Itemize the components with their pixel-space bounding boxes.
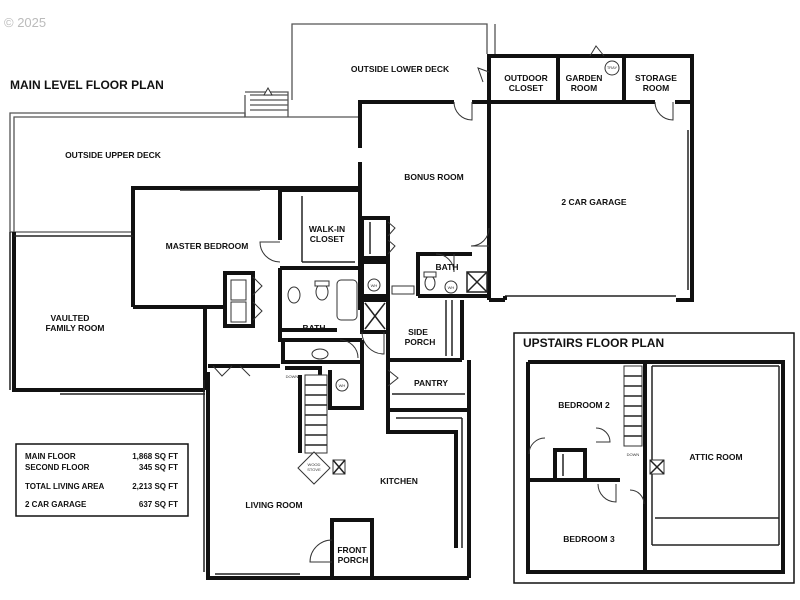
storage-room-label-2: ROOM: [643, 83, 669, 93]
upper-bath-label: BATH: [436, 262, 459, 272]
storage-room: [624, 54, 694, 102]
outdoor-closet-label-2: CLOSET: [509, 83, 544, 93]
garden-room-label-1: GARDEN: [566, 73, 603, 83]
living-room-label: LIVING ROOM: [245, 500, 302, 510]
two-car-garage: [470, 100, 694, 302]
side-porch-label-2: PORCH: [405, 337, 436, 347]
area-row-label: 2 CAR GARAGE: [25, 500, 87, 509]
outside-lower-deck-label: OUTSIDE LOWER DECK: [351, 64, 450, 74]
bonus-room: [358, 100, 491, 245]
upstairs-title: UPSTAIRS FLOOR PLAN: [523, 336, 664, 350]
living-room: [203, 364, 469, 580]
pantry-label: PANTRY: [414, 378, 448, 388]
side-porch-label-1: SIDE: [408, 327, 428, 337]
walk-in-closet: [280, 188, 360, 270]
front-porch-label-1: FRONT: [337, 545, 367, 555]
area-row-label: MAIN FLOOR: [25, 452, 76, 461]
wood-stove-label-2: STOVE: [307, 467, 321, 472]
bedroom-3-label: BEDROOM 3: [563, 534, 615, 544]
wh-label-1: WH: [371, 283, 378, 288]
upstairs-walls: [526, 360, 785, 574]
outside-upper-deck: [9, 112, 292, 233]
bedroom-2-label: BEDROOM 2: [558, 400, 610, 410]
main-level-title: MAIN LEVEL FLOOR PLAN: [10, 78, 164, 92]
master-bedroom-label: MASTER BEDROOM: [166, 241, 249, 251]
vaulted-family-room-label-2: FAMILY ROOM: [45, 323, 104, 333]
area-row-label: TOTAL LIVING AREA: [25, 482, 104, 491]
outside-upper-deck-label: OUTSIDE UPPER DECK: [65, 150, 162, 160]
front-porch: [309, 518, 374, 578]
master-bath-label: BATH: [303, 323, 326, 333]
wood-stove-label-1: WOOD: [308, 462, 321, 467]
upstairs-plan-frame: [513, 332, 795, 584]
walk-in-closet-label-2: CLOSET: [310, 234, 345, 244]
bonus-room-label: BONUS ROOM: [404, 172, 464, 182]
vaulted-family-room-label-1: VAULTED: [51, 313, 90, 323]
copyright-watermark: © 2025: [4, 15, 46, 30]
area-row-value: 2,213 SQ FT: [132, 482, 178, 491]
area-row-label: SECOND FLOOR: [25, 463, 90, 472]
attic-room-label: ATTIC ROOM: [689, 452, 742, 462]
outdoor-closet: [477, 54, 560, 100]
two-car-garage-label: 2 CAR GARAGE: [561, 197, 627, 207]
kitchen-label: KITCHEN: [380, 476, 418, 486]
kitchen: [332, 410, 471, 578]
wh-label-3: WH: [339, 383, 346, 388]
upper-bath: [416, 252, 489, 298]
storage-room-label-1: STORAGE: [635, 73, 677, 83]
wh-label-2: WH: [448, 285, 455, 290]
outside-lower-deck: [244, 23, 496, 118]
master-bath: [278, 268, 362, 342]
front-porch-label-2: PORCH: [338, 555, 369, 565]
tray-label: TRAY: [607, 65, 618, 70]
area-row-value: 345 SQ FT: [139, 463, 178, 472]
garden-room-label-2: ROOM: [571, 83, 597, 93]
down-label-2: DOWN: [627, 452, 640, 457]
lower-bath-stairs: [281, 338, 364, 454]
pantry: [386, 360, 471, 412]
area-row-value: 1,868 SQ FT: [132, 452, 178, 461]
master-closet: [223, 271, 263, 328]
down-label-1: DOWN: [286, 374, 299, 379]
walk-in-closet-label-1: WALK-IN: [309, 224, 345, 234]
area-row-value: 637 SQ FT: [139, 500, 178, 509]
vaulted-family-room: [9, 232, 225, 395]
area-summary-table: MAIN FLOOR 1,868 SQ FT SECOND FLOOR 345 …: [15, 443, 189, 517]
outdoor-closet-label-1: OUTDOOR: [504, 73, 547, 83]
center-utility: [360, 216, 415, 355]
